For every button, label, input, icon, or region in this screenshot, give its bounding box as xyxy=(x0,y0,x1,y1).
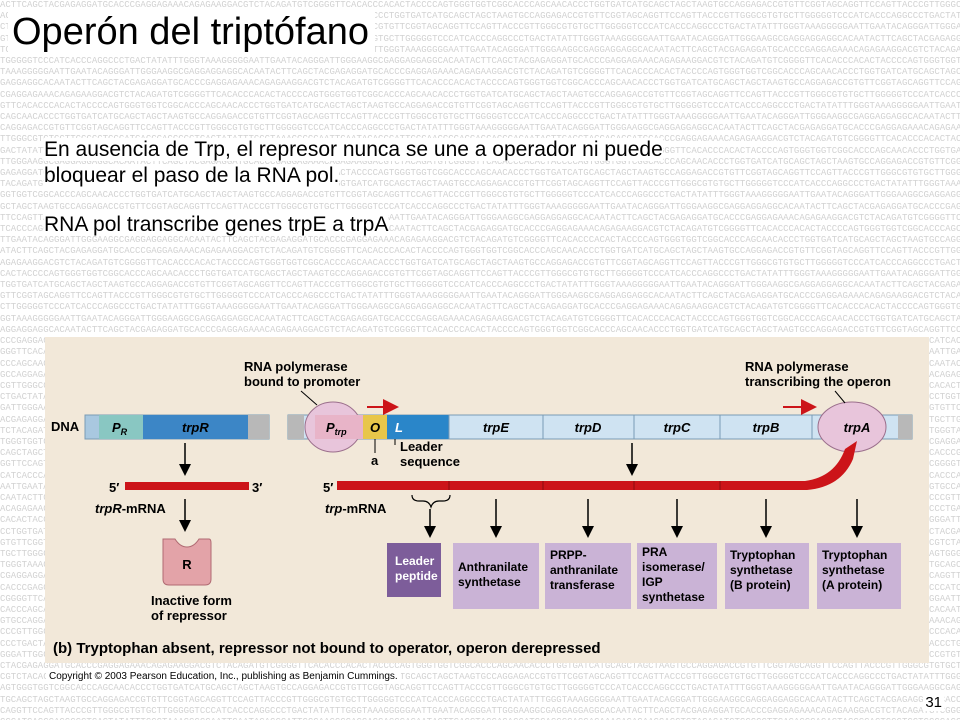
product-box-tryptophan-synthetase-a xyxy=(817,543,901,609)
repressor-letter: R xyxy=(182,557,192,572)
product-trpd-line-2: anthranilate xyxy=(550,563,618,577)
trpr-label: trpR xyxy=(182,420,209,435)
ptrp-segment xyxy=(315,415,363,439)
product-trpb-line-3: (B protein) xyxy=(730,578,791,592)
product-box-leader-peptide xyxy=(387,543,441,597)
trpr-mrna xyxy=(125,482,249,490)
polymerase-transcribing-label-2: transcribing the operon xyxy=(745,374,891,389)
dna-end-gray-left xyxy=(248,415,269,439)
polymerase-promoter-label-1: RNA polymerase xyxy=(244,359,348,374)
product-trpd-line-1: PRPP- xyxy=(550,548,587,562)
product-trpc-line-2: isomerase/ xyxy=(642,560,705,574)
bullet-2-text: RNA pol transcribe genes trpE a trpA xyxy=(44,213,389,236)
pr-label: PR xyxy=(112,420,128,437)
product-box-prpp-transferase xyxy=(545,543,631,609)
leader-sequence-label-2: sequence xyxy=(400,454,460,469)
figure-caption: (b) Tryptophan absent, repressor not bou… xyxy=(53,640,601,657)
operator-segment xyxy=(363,415,387,439)
product-trpa-line-2: synthetase xyxy=(822,563,885,577)
trpr-segment xyxy=(143,415,248,439)
gene-trpb-label: trpB xyxy=(753,420,780,435)
product-leader-line-2: peptide xyxy=(395,569,438,583)
product-trpc-line-4: synthetase xyxy=(642,590,705,604)
pr-segment xyxy=(99,415,143,439)
caption-part-label: (b) xyxy=(53,640,72,657)
gene-trpe-label: trpE xyxy=(483,420,509,435)
repressor-caption-1: Inactive form xyxy=(151,593,232,608)
trp-mrna-5prime: 5′ xyxy=(323,480,333,495)
trp-operon-figure: DNA PR trpR Ptrp O L trpE trpD trpC trpB… xyxy=(45,337,929,663)
operator-label: O xyxy=(370,420,380,435)
product-trpd-line-3: transferase xyxy=(550,578,615,592)
product-box-tryptophan-synthetase-b xyxy=(725,543,809,609)
gene-trpd-label: trpD xyxy=(575,420,602,435)
product-trpc-line-3: IGP xyxy=(642,575,663,589)
bullet-1-line-1: En ausencia de Trp, el represor nunca se… xyxy=(44,138,663,161)
bullet-2: RNA pol transcribe genes trpE a trpA xyxy=(44,212,874,238)
product-box-anthranilate-synthetase xyxy=(453,543,539,609)
page-number: 31 xyxy=(923,694,944,711)
operon-diagram: DNA PR trpR Ptrp O L trpE trpD trpC trpB… xyxy=(51,359,913,657)
polymerase-promoter-pointer xyxy=(300,390,318,406)
product-trpe-line-2: synthetase xyxy=(458,575,521,589)
copyright-notice: Copyright © 2003 Pearson Education, Inc.… xyxy=(46,670,401,683)
trpr-mrna-5prime: 5′ xyxy=(109,480,119,495)
product-trpe-line-1: Anthranilate xyxy=(458,560,528,574)
product-trpa-line-3: (A protein) xyxy=(822,578,882,592)
polymerase-transcribing-label-1: RNA polymerase xyxy=(745,359,849,374)
ptrp-label: Ptrp xyxy=(326,420,347,437)
slide-title: Operón del triptófano xyxy=(8,10,376,54)
repressor-caption-2: of repressor xyxy=(151,608,227,623)
product-trpb-line-2: synthetase xyxy=(730,563,793,577)
product-leader-line-1: Leader xyxy=(395,554,435,568)
product-trpa-line-1: Tryptophan xyxy=(822,548,887,562)
dna-label: DNA xyxy=(51,419,80,434)
product-box-pra-isomerase xyxy=(637,543,717,609)
product-trpb-line-1: Tryptophan xyxy=(730,548,795,562)
trp-mrna-label: trp-mRNA xyxy=(325,501,387,516)
gene-trpa-label: trpA xyxy=(844,420,871,435)
trp-mrna xyxy=(337,441,857,490)
attenuator-label: a xyxy=(371,453,379,468)
caption-text: Tryptophan absent, repressor not bound t… xyxy=(76,640,600,657)
bullet-1-line-2: bloquear el paso de la RNA pol. xyxy=(44,164,340,187)
leader-brace xyxy=(411,494,451,509)
leader-label: L xyxy=(395,420,403,435)
trpr-mrna-3prime: 3′ xyxy=(252,480,262,495)
inactive-repressor-shape xyxy=(162,538,212,586)
polymerase-promoter-label-2: bound to promoter xyxy=(244,374,360,389)
trpr-mrna-label: trpR-mRNA xyxy=(95,501,166,516)
bullet-block: En ausencia de Trp, el represor nunca se… xyxy=(44,137,874,238)
polymerase-transcribing-pointer xyxy=(834,390,846,404)
leader-sequence-label-1: Leader xyxy=(400,439,443,454)
gene-trpc-label: trpC xyxy=(664,420,691,435)
leader-segment xyxy=(387,415,449,439)
dna-end-gray-right xyxy=(288,415,304,439)
product-trpc-line-1: PRA xyxy=(642,545,668,559)
dna-end-gray-far xyxy=(898,415,912,439)
bullet-1: En ausencia de Trp, el represor nunca se… xyxy=(44,137,874,189)
